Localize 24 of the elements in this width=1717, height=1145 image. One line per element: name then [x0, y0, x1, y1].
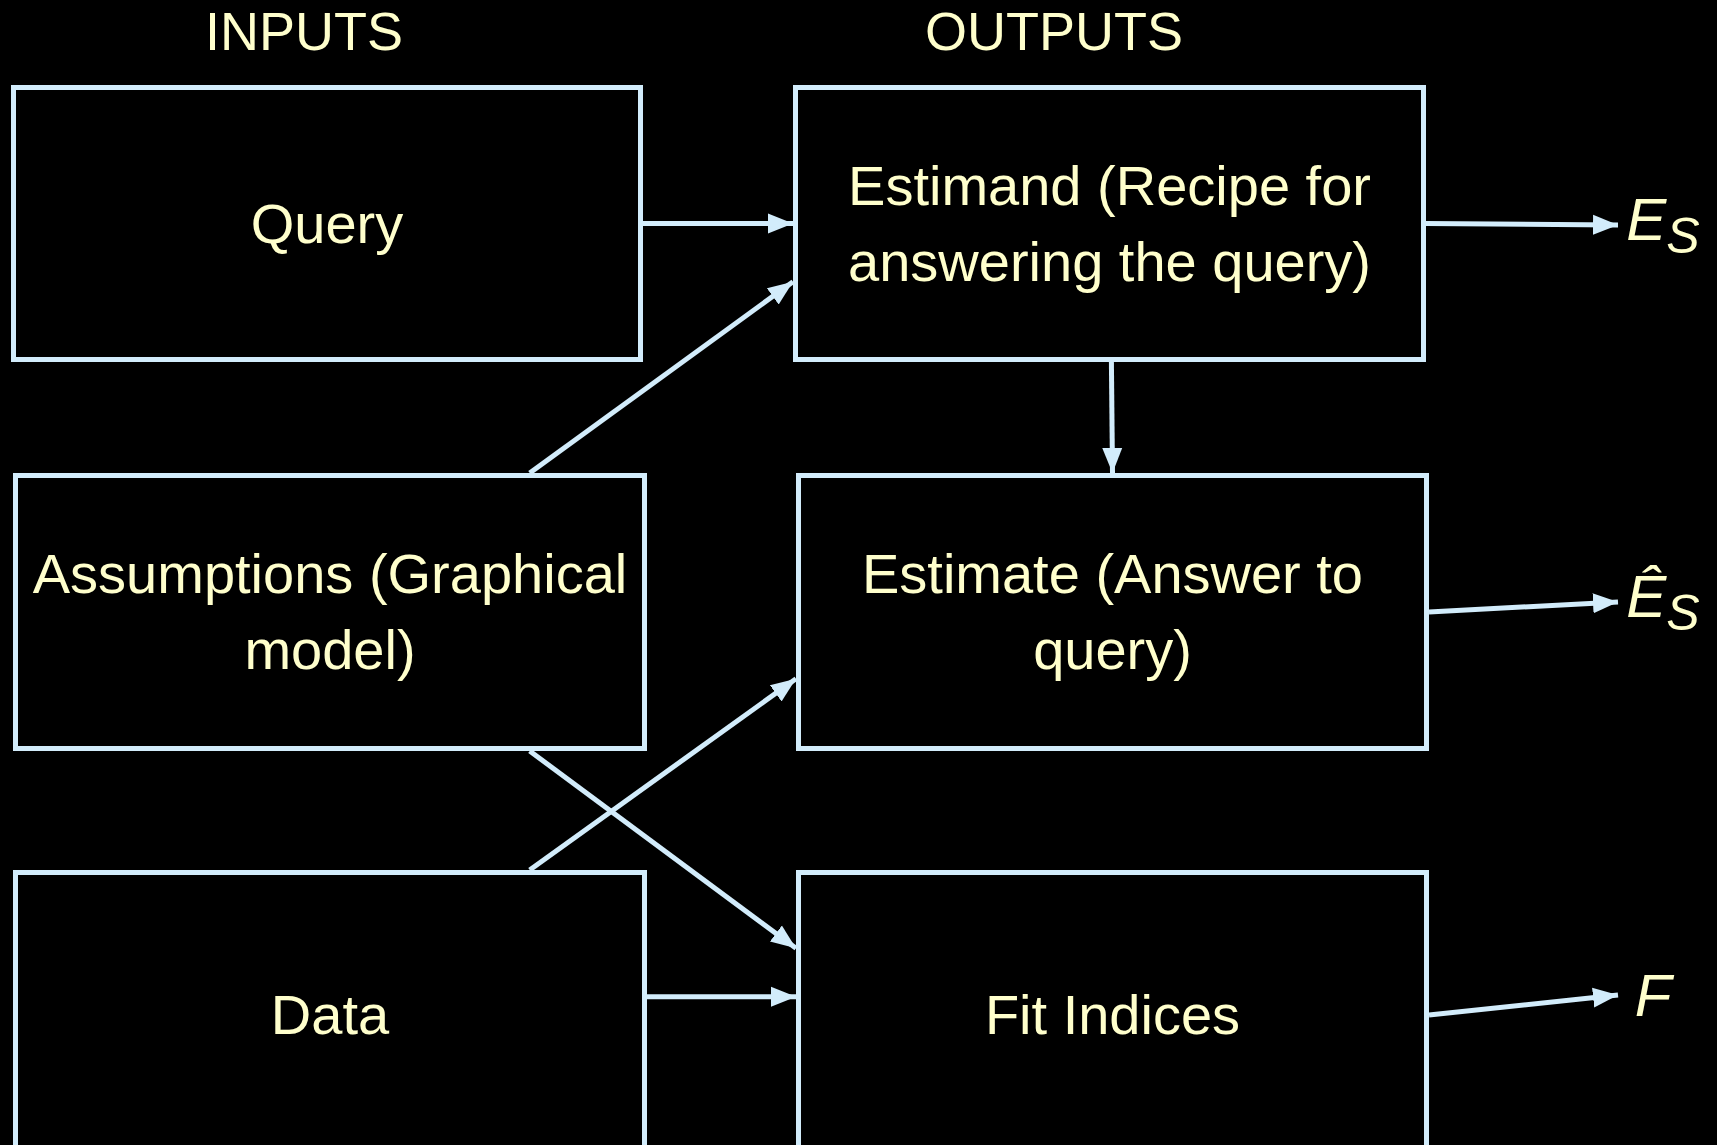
- process-box: [793, 85, 1426, 362]
- math-symbol: E$_{S}$: [1626, 185, 1700, 265]
- process-box: [796, 473, 1429, 751]
- box-label: Query: [250, 190, 404, 257]
- process-box: [796, 870, 1429, 1145]
- arrow: [1428, 987, 1619, 1018]
- arrow: [1426, 214, 1618, 235]
- box-label: Estimate (Answer to query): [860, 541, 1364, 683]
- process-box: [13, 473, 647, 751]
- math-symbol: F: [1634, 960, 1672, 1030]
- arrow: [1102, 361, 1123, 474]
- box-label: Estimand (Recipe for answering the query): [847, 152, 1372, 295]
- process-box: [11, 85, 643, 362]
- box-label: Fit Indices: [984, 982, 1241, 1048]
- process-box: [13, 870, 647, 1145]
- arrow: [647, 986, 796, 1007]
- column-heading: OUTPUTS: [925, 0, 1183, 62]
- column-heading: INPUTS: [205, 0, 404, 62]
- arrow: [1428, 593, 1619, 615]
- arrow: [643, 213, 793, 234]
- box-label: Assumptions (Graphical model): [31, 541, 629, 683]
- arrow: [528, 749, 798, 951]
- math-symbol: Ê$_{S}$: [1626, 562, 1700, 642]
- box-label: Data: [270, 982, 390, 1048]
